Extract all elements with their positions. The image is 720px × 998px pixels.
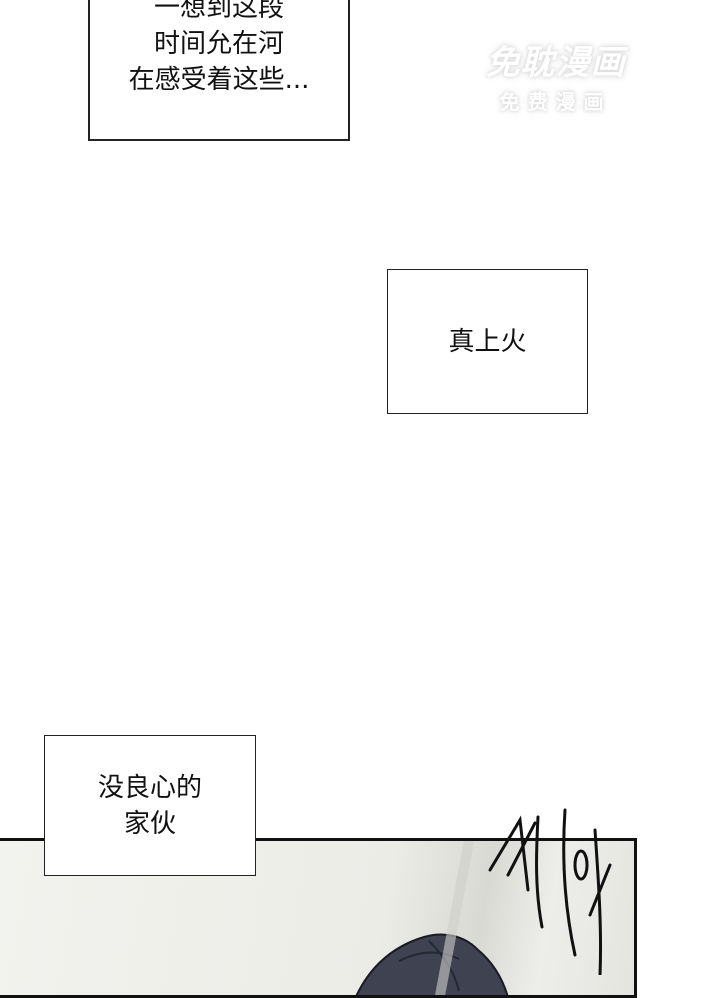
caption-line: 时间允在河 [153,29,284,59]
caption-line: 没良心的 [97,772,202,803]
caption-line: 真上火 [448,326,527,357]
sound-effect-text: 씨익 [488,808,612,975]
watermark-main: 免耽漫画 [485,43,626,83]
caption-line: 在感受着这些... [128,65,310,95]
caption-box-3: 没良心的 家伙 [44,735,256,876]
caption-box-2: 真上火 [387,269,588,414]
watermark-sub: 免费漫画 [499,90,612,114]
caption-line: 家伙 [123,808,176,839]
caption-line: 一想到这段 [153,0,284,23]
caption-box-1: 一想到这段 时间允在河 在感受着这些... [88,0,350,141]
watermark: 免耽漫画 免费漫画 [468,35,643,115]
